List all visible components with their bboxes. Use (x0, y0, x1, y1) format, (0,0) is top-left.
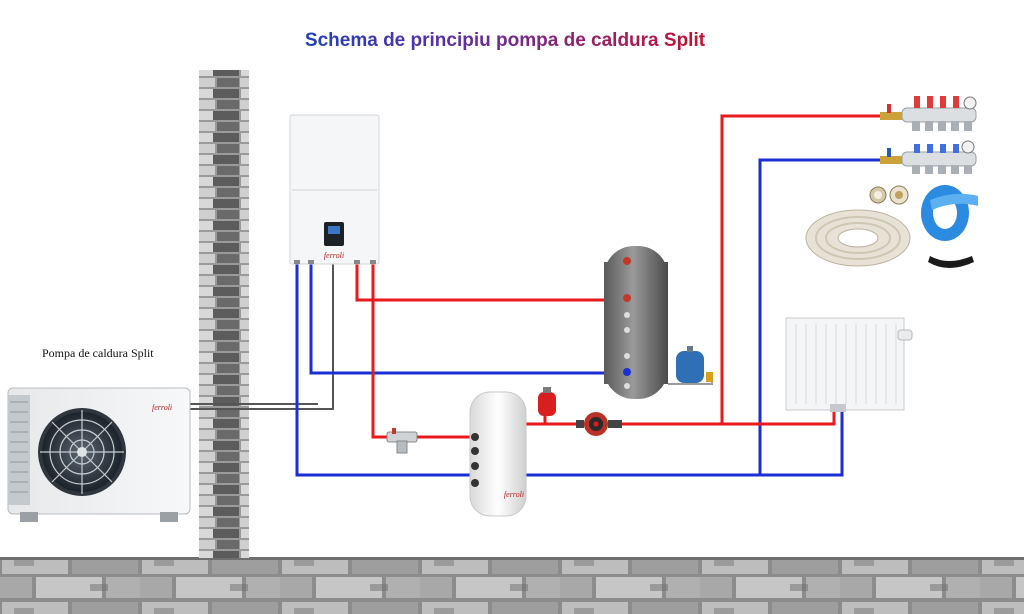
heat-pump-brand-mark: ferroli (152, 403, 172, 412)
supply-ball-valve-icon (880, 112, 902, 120)
hot-supply-pipes (355, 114, 880, 439)
cold-return-pipes (295, 158, 880, 477)
circulation-pump-icon (576, 412, 622, 436)
edge-insulation-roll-icon (921, 185, 978, 241)
boiler-coil-return-pipe (309, 263, 610, 375)
cable-to-module (190, 263, 334, 410)
diagram-title: Schema de principiu pompa de caldura Spl… (304, 30, 706, 51)
panel-radiator (785, 317, 913, 412)
pex-pipe-coil-icon (805, 209, 911, 267)
magnetic-filter-icon (386, 428, 418, 454)
boiler-coil-supply-pipe (355, 263, 612, 302)
radiator-supply-pipe (525, 410, 836, 426)
buffer-tank: ferroli (469, 391, 527, 517)
buffer-supply-pipe (371, 263, 472, 439)
ground-stone-wall (0, 557, 1024, 614)
floor-heating-supply-pipe (720, 114, 880, 424)
return-main-pipe (295, 263, 844, 477)
indoor-hydronic-module: ferroli (289, 114, 380, 265)
heating-expansion-vessel (538, 387, 556, 416)
heat-pump-label: Pompa de caldura Split (42, 346, 154, 360)
return-ball-valve-icon (880, 156, 902, 164)
ground-edge (0, 557, 1024, 560)
module-brand-mark: ferroli (324, 251, 344, 260)
pipe-clip-icon (928, 256, 974, 268)
outdoor-heat-pump-unit: ferroli (7, 387, 191, 522)
dhw-storage-tank (604, 246, 668, 399)
pipe-fittings-icon (869, 185, 909, 205)
buffer-brand-mark: ferroli (504, 490, 524, 499)
dhw-expansion-vessel (676, 346, 713, 383)
exterior-brick-wall (199, 70, 249, 558)
floor-heating-return-pipe (758, 158, 880, 475)
thermostatic-valve-icon (897, 329, 913, 341)
underfloor-heating-manifold (880, 96, 977, 174)
safety-valve-icon (706, 372, 713, 382)
